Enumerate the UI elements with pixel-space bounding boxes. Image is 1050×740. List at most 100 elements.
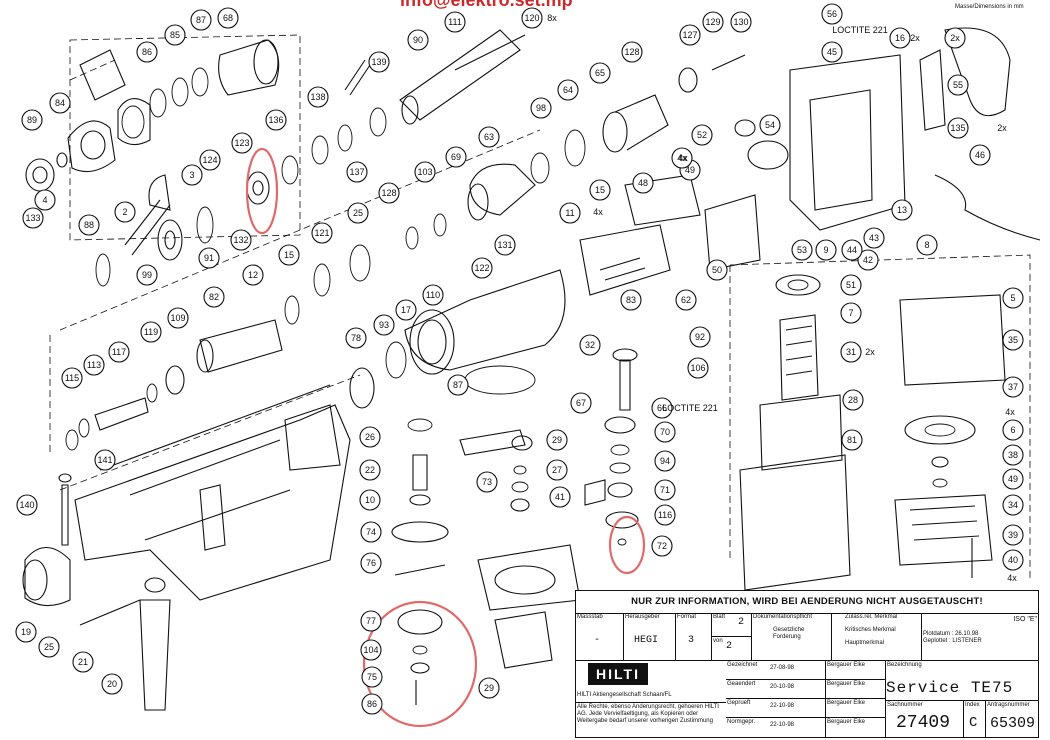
- part-callout-number: 41: [555, 492, 565, 502]
- tb-row-geaendert: Geaendert 20-10-98: [726, 680, 826, 699]
- part-callout-number: 111: [448, 17, 462, 27]
- section-frame-right: [729, 254, 1031, 580]
- part-callout-number: 45: [827, 47, 837, 57]
- part-callout-circle: [687, 357, 709, 379]
- part-callout-circle: [863, 227, 885, 249]
- part-callout-number: 9: [823, 245, 828, 255]
- part-callout-circle: [706, 259, 728, 281]
- part-callout: 66: [651, 397, 673, 419]
- part-callout-circle: [49, 92, 71, 114]
- part-callout: 106: [687, 357, 709, 379]
- part-callout-circle: [94, 449, 116, 471]
- part-callout-circle: [841, 239, 863, 261]
- part-callout-circle: [947, 117, 969, 139]
- part-callout: 72: [651, 535, 673, 557]
- part-callout-number: 94: [660, 456, 670, 466]
- part-callout-number: 86: [142, 47, 152, 57]
- part-callout-number: 37: [1008, 382, 1018, 392]
- part-callout: 82: [203, 286, 225, 308]
- tb-designation: Service TE75: [886, 679, 1014, 697]
- part-callout-number: 50: [712, 265, 722, 275]
- part-callout-circle: [199, 149, 221, 171]
- part-callout: 69: [445, 146, 467, 168]
- part-callout: 75: [361, 666, 383, 688]
- qty-2x-b: 2x: [997, 123, 1007, 133]
- part-callout-number: 122: [474, 263, 489, 273]
- part-callout-circle: [414, 161, 436, 183]
- part-callout-circle: [78, 214, 100, 236]
- part-callout-number: 2x: [950, 33, 960, 43]
- part-callout: 137: [346, 161, 368, 183]
- part-callout-circle: [181, 164, 203, 186]
- part-callout: 27: [546, 459, 568, 481]
- part-callout-number: 21: [78, 657, 88, 667]
- part-callout-number: 4: [42, 195, 47, 205]
- part-callout: 6: [1002, 419, 1024, 441]
- part-callout: 8: [916, 234, 938, 256]
- part-callout-circle: [691, 124, 713, 146]
- tb-row-gezeichnet: Gezeichnet 27-08-98: [726, 661, 826, 680]
- part-callout: 135: [947, 117, 969, 139]
- part-callout: 119: [140, 321, 162, 343]
- part-callout-circle: [570, 392, 592, 414]
- part-callout-circle: [632, 172, 654, 194]
- part-callout-number: 6: [1010, 425, 1015, 435]
- part-callout: 128: [621, 41, 643, 63]
- part-callout-number: 42: [863, 255, 873, 265]
- tb-kritisch-label: Kritisches Merkmal: [845, 627, 896, 633]
- part-callout-circle: [1002, 376, 1024, 398]
- part-callout-number: 17: [401, 305, 411, 315]
- part-callout-circle: [478, 677, 500, 699]
- part-callout-circle: [34, 189, 56, 211]
- tb-plotdatum-label: Plotdatum :: [923, 631, 954, 637]
- part-callout-circle: [368, 51, 390, 73]
- part-callout-circle: [22, 207, 44, 229]
- part-callout-circle: [242, 264, 264, 286]
- part-callout-circle: [1002, 444, 1024, 466]
- part-callout: 35: [1002, 329, 1024, 351]
- part-callout: 62: [675, 289, 697, 311]
- part-callout-number: 90: [413, 35, 423, 45]
- part-callout-circle: [15, 621, 37, 643]
- part-callout-circle: [359, 489, 381, 511]
- part-callout-number: 11: [565, 208, 574, 218]
- part-callout-number: 54: [765, 120, 775, 130]
- part-callout: 120: [521, 7, 543, 29]
- part-callout: 37: [1002, 376, 1024, 398]
- part-callout: 13: [891, 199, 913, 221]
- part-callout-number: 67: [576, 398, 586, 408]
- part-callout-circle: [651, 535, 673, 557]
- part-callout-number: 119: [144, 327, 158, 337]
- part-callout-number: 40: [1008, 555, 1018, 565]
- part-callout: 115: [61, 367, 83, 389]
- part-callout: 65: [589, 62, 611, 84]
- part-callout: 77: [360, 610, 382, 632]
- part-group-gearshaft: [65, 54, 746, 471]
- part-callout-number: 48: [638, 178, 648, 188]
- part-group-handle: [22, 404, 351, 711]
- part-callout-number: 12: [248, 270, 258, 280]
- part-callout-number: 73: [482, 477, 492, 487]
- qty-4x-a: 4x: [593, 207, 603, 217]
- part-callout-circle: [345, 327, 367, 349]
- part-callout-circle: [654, 479, 676, 501]
- part-callout-circle: [359, 459, 381, 481]
- part-callout: 92: [689, 326, 711, 348]
- tb-geaendert-label: Geaendert: [727, 681, 756, 687]
- part-callout-circle: [114, 201, 136, 223]
- part-callout-circle: [422, 284, 444, 306]
- part-callout: 3: [181, 164, 203, 186]
- part-callout: 81: [841, 429, 863, 451]
- part-callout: 44: [841, 239, 863, 261]
- part-callout-circle: [16, 494, 38, 516]
- tb-iso: ISO "E": [1013, 616, 1037, 623]
- part-callout-circle: [821, 41, 843, 63]
- part-callout-circle: [307, 86, 329, 108]
- part-callout-number: 71: [660, 485, 670, 495]
- part-callout: 141: [94, 449, 116, 471]
- part-callout-number: 63: [484, 132, 494, 142]
- tb-part-number: 27409: [896, 713, 951, 733]
- part-callout: 128: [378, 182, 400, 204]
- part-callout: 109: [167, 307, 189, 329]
- part-callout-number: 77: [366, 616, 376, 626]
